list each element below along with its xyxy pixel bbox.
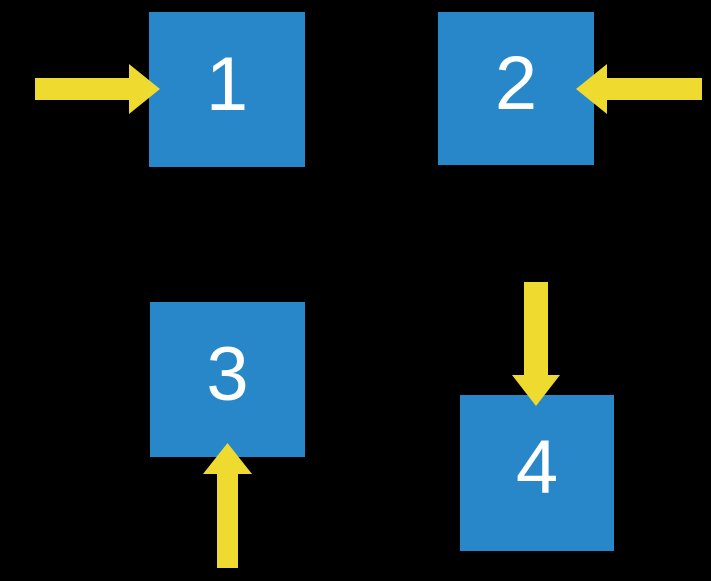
arrow-left-icon (576, 64, 702, 114)
arrow-right-icon (35, 64, 160, 114)
square-2-label: 2 (494, 40, 538, 126)
square-2: 2 (438, 12, 594, 165)
square-1: 1 (149, 12, 305, 167)
arrow-up-icon (203, 443, 252, 568)
square-3-label: 3 (206, 331, 249, 417)
square-3: 3 (150, 302, 305, 457)
square-4: 4 (460, 395, 614, 551)
arrow-down-icon (512, 282, 560, 406)
square-1-label: 1 (205, 41, 249, 127)
square-4-label: 4 (515, 425, 559, 510)
